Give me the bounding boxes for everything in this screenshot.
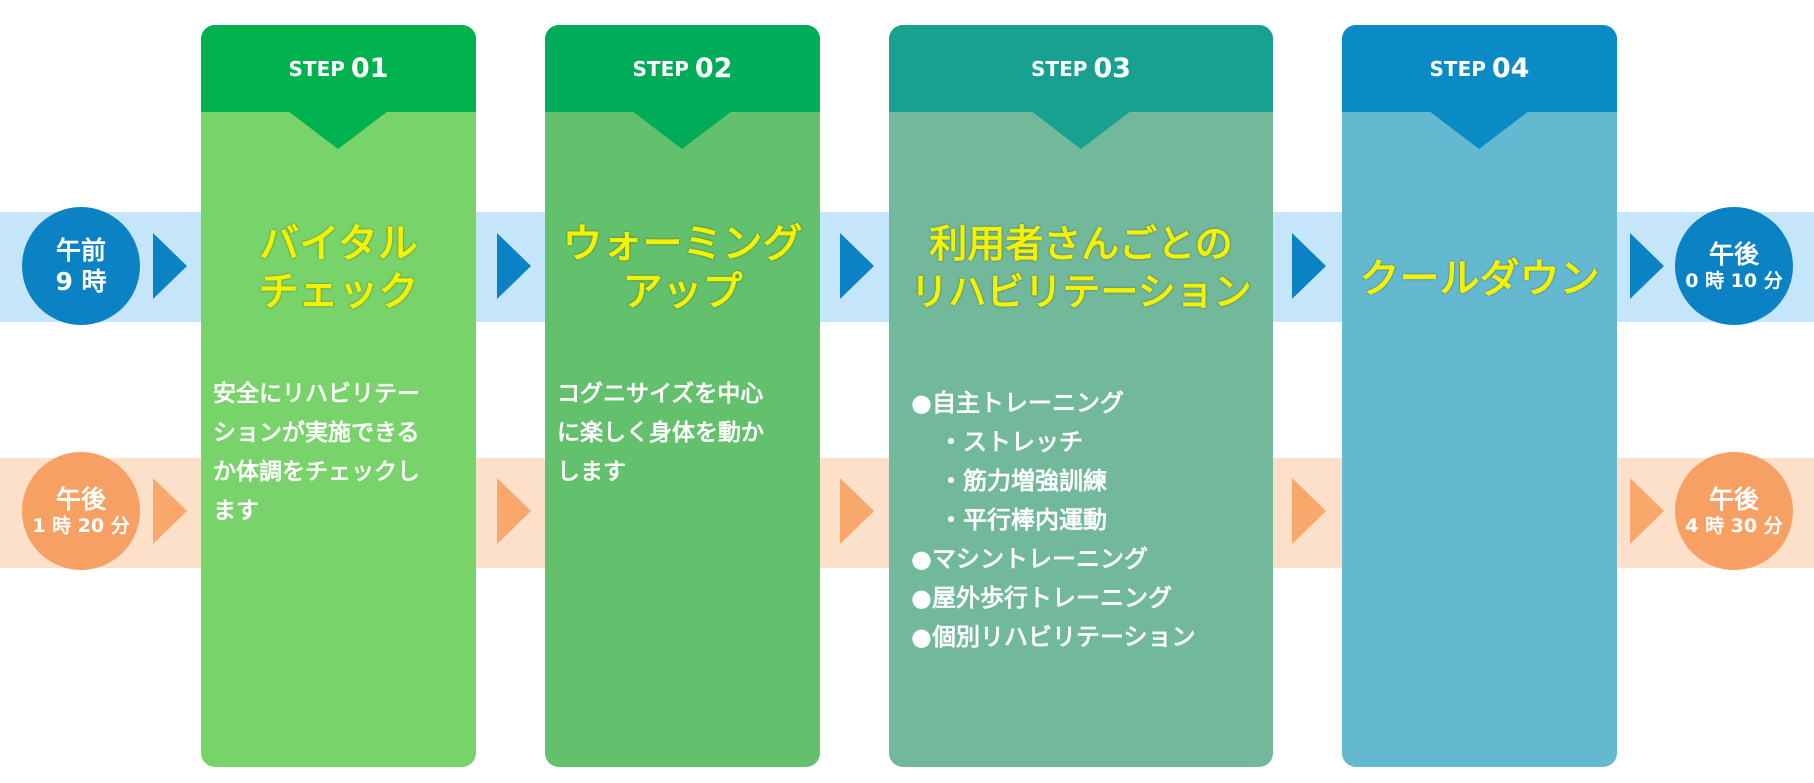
step-number: 03 — [1093, 53, 1131, 84]
step-title: ウォーミング アップ — [545, 220, 820, 316]
step-description-line: ションが実施できる — [213, 420, 420, 446]
step-header: STEP 03 — [889, 25, 1273, 112]
time-value: 4 時 30 分 — [1685, 514, 1783, 537]
step-description-line: に楽しく身体を動か — [557, 420, 764, 446]
step-title: クールダウン — [1342, 255, 1617, 303]
time-period: 午後 — [55, 484, 106, 514]
step-header: STEP 04 — [1342, 25, 1617, 112]
list-item: ●マシントレーニング — [911, 545, 1148, 573]
time-value: 0 時 10 分 — [1685, 269, 1783, 292]
morning-end-time-circle: 午後 0 時 10 分 — [1675, 207, 1793, 325]
step-header-pointer — [632, 111, 732, 149]
step-card-01: STEP 01 バイタル チェック 安全にリハビリテー ションが実施できる か体… — [201, 25, 476, 767]
arrow-right-icon — [1630, 478, 1664, 544]
arrow-right-icon — [840, 233, 874, 299]
step-title-line: 利用者さんごとの — [929, 222, 1233, 266]
step-header-pointer — [288, 111, 388, 149]
step-description: コグニサイズを中心 に楽しく身体を動か します — [557, 375, 808, 492]
list-item: ●自主トレーニング — [911, 389, 1124, 417]
step-header-pointer — [1429, 111, 1529, 149]
rehab-menu-list: ●自主トレーニング ・ストレッチ ・筋力増強訓練 ・平行棒内運動 ●マシントレー… — [911, 384, 1263, 657]
arrow-right-icon — [840, 478, 874, 544]
step-description: 安全にリハビリテー ションが実施できる か体調をチェックし ます — [213, 375, 464, 531]
step-card-02: STEP 02 ウォーミング アップ コグニサイズを中心 に楽しく身体を動か し… — [545, 25, 820, 767]
start-time-circle: 午前 9 時 — [22, 207, 140, 325]
step-description-line: 安全にリハビリテー — [213, 381, 420, 407]
step-description-line: か体調をチェックし — [213, 459, 420, 485]
arrow-right-icon — [1292, 478, 1326, 544]
arrow-right-icon — [153, 233, 187, 299]
step-card-04: STEP 04 クールダウン — [1342, 25, 1617, 767]
list-subitem: ・筋力増強訓練 — [939, 467, 1107, 495]
step-description-line: ます — [213, 498, 259, 524]
end-time-circle: 午後 4 時 30 分 — [1675, 452, 1793, 570]
step-header: STEP 02 — [545, 25, 820, 112]
time-period: 午後 — [1708, 484, 1759, 514]
step-title-line: クールダウン — [1359, 256, 1600, 302]
step-description-line: コグニサイズを中心 — [557, 381, 764, 407]
arrow-right-icon — [153, 478, 187, 544]
step-title: 利用者さんごとの リハビリテーション — [889, 220, 1273, 316]
time-value: 9 時 — [55, 267, 107, 296]
arrow-right-icon — [497, 478, 531, 544]
arrow-right-icon — [1292, 233, 1326, 299]
step-number: 02 — [694, 53, 733, 84]
time-value: 1 時 20 分 — [32, 514, 130, 537]
arrow-right-icon — [497, 233, 531, 299]
step-title-line: バイタル — [259, 221, 418, 267]
list-subitem: ・平行棒内運動 — [939, 506, 1107, 534]
list-subitem: ・ストレッチ — [939, 428, 1083, 456]
step-label: STEP — [632, 56, 689, 81]
step-label: STEP — [1429, 56, 1486, 81]
list-item: ●個別リハビリテーション — [911, 623, 1196, 651]
step-card-03: STEP 03 利用者さんごとの リハビリテーション ●自主トレーニング ・スト… — [889, 25, 1273, 767]
step-title-line: チェック — [258, 269, 419, 315]
step-number: 04 — [1491, 53, 1530, 84]
step-title: バイタル チェック — [201, 220, 476, 316]
step-header-pointer — [1031, 111, 1131, 149]
time-period: 午前 — [55, 235, 106, 265]
step-header: STEP 01 — [201, 25, 476, 112]
list-item: ●屋外歩行トレーニング — [911, 584, 1172, 612]
afternoon-start-time-circle: 午後 1 時 20 分 — [22, 452, 140, 570]
arrow-right-icon — [1630, 233, 1664, 299]
time-period: 午後 — [1708, 239, 1759, 269]
step-label: STEP — [1031, 56, 1088, 81]
step-title-line: リハビリテーション — [910, 270, 1252, 314]
step-description-line: します — [557, 459, 626, 485]
step-label: STEP — [288, 56, 345, 81]
step-title-line: アップ — [622, 269, 743, 315]
step-title-line: ウォーミング — [562, 221, 803, 267]
step-number: 01 — [350, 53, 389, 84]
